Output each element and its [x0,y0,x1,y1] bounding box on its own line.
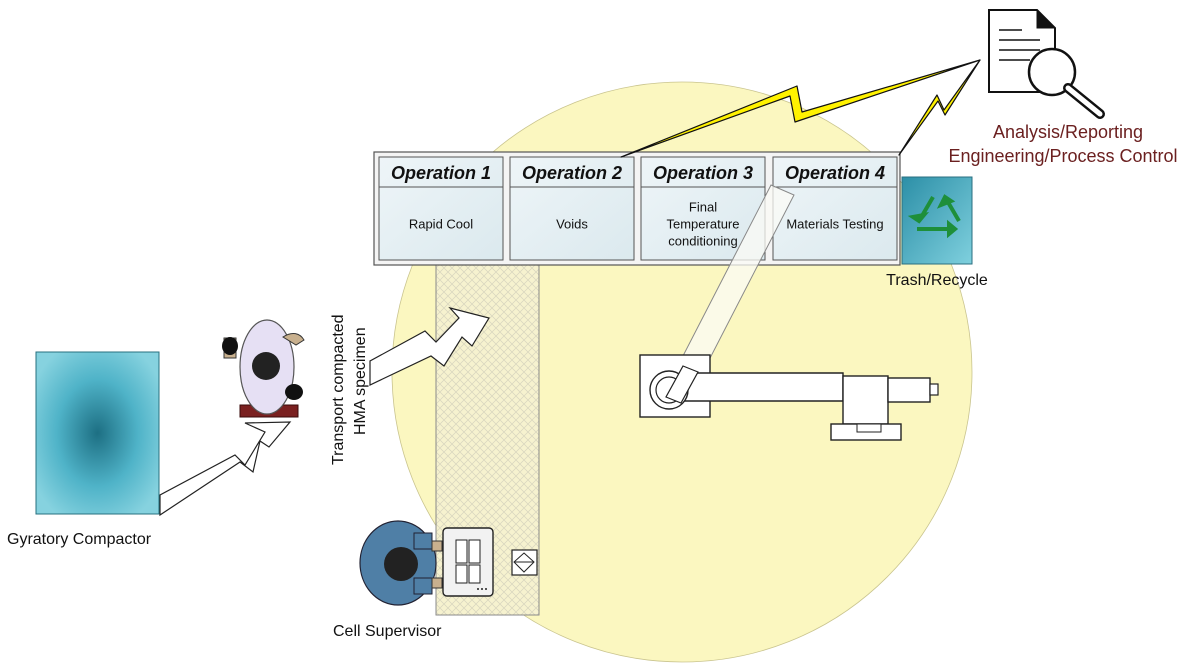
operation-description: Final [689,200,717,215]
supervisor-label: Cell Supervisor [333,623,442,640]
transport-label-line1: Transport compacted [330,314,347,465]
operation-description: Temperature [667,217,740,232]
recycle-icon [907,194,961,239]
operation-cell-4[interactable]: Operation 4 Materials Testing [772,156,898,261]
operation-description: Materials Testing [786,217,883,232]
operation-title: Operation 1 [391,163,491,183]
operator-icon [222,319,305,418]
trash-recycle-label: Trash/Recycle [886,272,988,289]
analysis-label-line1: Analysis/Reporting [993,122,1143,142]
supervisor-icon [359,520,443,606]
operation-cell-box [772,156,898,261]
operation-description: conditioning [668,234,737,249]
document-magnifier-icon[interactable] [988,9,1105,119]
operation-description: Voids [556,217,588,232]
operation-description: Rapid Cool [409,217,473,232]
analysis-label-line2: Engineering/Process Control [948,146,1177,166]
compactor-label: Gyratory Compactor [7,531,152,548]
transport-label-line2: HMA specimen [352,327,369,435]
trash-recycle-bin[interactable] [901,176,973,265]
gyratory-compactor[interactable] [35,351,160,515]
operation-title: Operation 2 [522,163,622,183]
operation-title: Operation 3 [653,163,753,183]
conveyor-control-icon[interactable] [511,549,538,576]
operation-cell-1[interactable]: Operation 1 Rapid Cool [378,156,504,261]
operation-cell-box [378,156,504,261]
operation-title: Operation 4 [785,163,885,183]
operation-cell-box [509,156,635,261]
transport-arrow-1 [159,421,292,517]
recycle-box [901,176,973,265]
robot-arm-icon[interactable] [639,184,939,441]
transport-label: Transport compacted HMA specimen [330,314,369,465]
operation-cell-2[interactable]: Operation 2 Voids [509,156,635,261]
transport-arrow-2 [369,306,490,386]
control-panel-icon[interactable] [442,527,494,597]
lightning-icon-2 [898,59,981,156]
